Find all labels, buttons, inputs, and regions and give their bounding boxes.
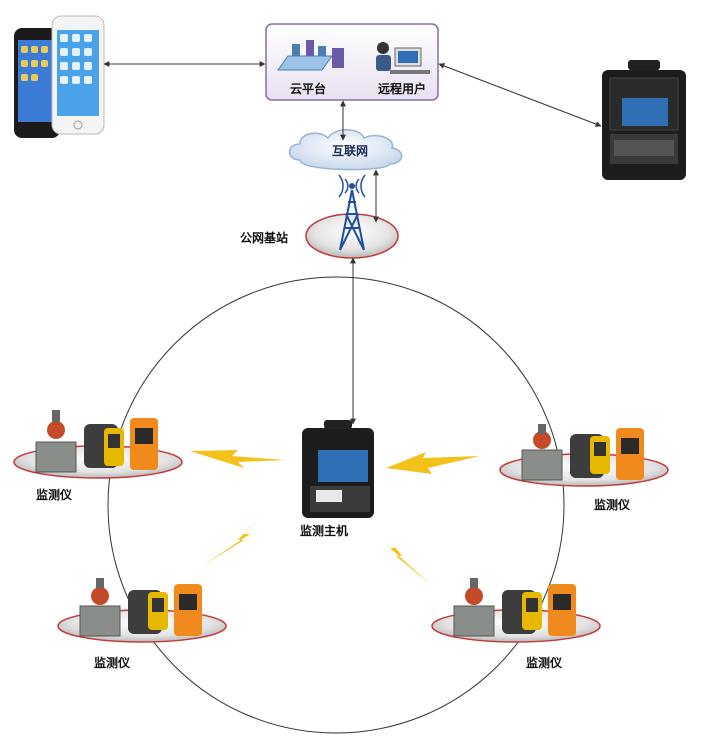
monitor-label-right: 监测仪 [594,498,631,512]
base-station-label: 公网基站 [240,231,289,245]
cell-tower-icon [338,174,366,251]
monitor-group-right [499,424,669,487]
laptop-case-icon [602,60,686,180]
internet-label: 互联网 [332,144,369,158]
host-label: 监测主机 [300,524,349,538]
network-ring [107,276,565,734]
lightning-icon [202,514,262,566]
remote-user-icon [376,42,430,74]
monitor-group-bottom-right [431,578,601,643]
monitor-label-bottom-right: 监测仪 [526,656,563,670]
server-network-icon [277,40,344,71]
cloud-platform-box [265,23,439,101]
wireless-signal-icons [190,450,480,584]
lightning-icon [190,450,286,468]
link-platform-laptop [438,63,602,127]
smartphone-icon [14,15,105,138]
monitor-label-bottom-left: 监测仪 [94,656,131,670]
lightning-icon [380,528,430,584]
base-station-disc [305,213,399,259]
monitor-group-left [13,410,183,479]
platform-label: 云平台 [290,82,327,96]
monitor-group-bottom-left [57,578,227,643]
lightning-icon [386,452,480,474]
monitor-label-left: 监测仪 [36,488,73,502]
remote-user-label: 远程用户 [378,82,427,96]
internet-cloud-icon [288,129,403,171]
monitoring-host-icon [302,420,374,518]
